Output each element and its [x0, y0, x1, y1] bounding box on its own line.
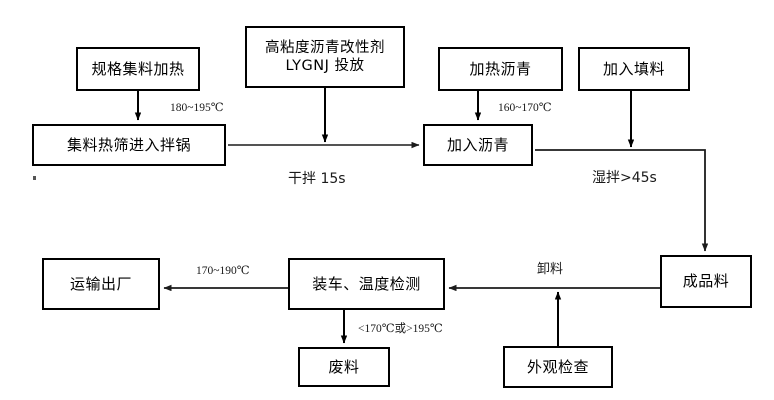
node-label: 成品料 [682, 272, 730, 291]
node-appearance-inspection[interactable]: 外观检查 [503, 346, 613, 388]
node-label-wrapper: 高粘度沥青改性剂 LYGNJ 投放 [265, 39, 385, 75]
node-label: 外观检查 [526, 357, 589, 376]
node-label: 加入填料 [602, 59, 665, 78]
edge-label-aggregate-temperature: 180~195℃ [170, 102, 224, 114]
node-label: 加热沥青 [469, 59, 532, 78]
edge-label-wet-mix-time: 湿拌>45s [592, 170, 657, 186]
node-label-line1: 高粘度沥青改性剂 [265, 39, 385, 56]
edge-label-asphalt-temperature: 160~170℃ [498, 102, 552, 114]
node-finished-product[interactable]: 成品料 [660, 255, 752, 308]
node-aggregate-heating[interactable]: 规格集料加热 [76, 47, 200, 91]
node-label: 运输出厂 [69, 274, 132, 293]
connector-wet-mix-to-finished-product [535, 149, 709, 252]
edge-label-waste-temperature-condition: <170℃或>195℃ [358, 323, 443, 335]
edge-label-dry-mix-time: 干拌 15s [288, 171, 346, 187]
node-label: 集料热筛进入拌锅 [66, 135, 191, 154]
node-modifier-dosing[interactable]: 高粘度沥青改性剂 LYGNJ 投放 [245, 26, 405, 88]
node-waste-material[interactable]: 废料 [298, 347, 390, 387]
node-transport-out[interactable]: 运输出厂 [42, 258, 160, 310]
node-label-line2: LYGNJ 投放 [285, 58, 365, 74]
node-label: 废料 [328, 357, 360, 376]
node-label: 规格集料加热 [91, 59, 185, 78]
node-add-filler[interactable]: 加入填料 [578, 47, 690, 91]
node-label: 装车、温度检测 [312, 274, 421, 293]
node-asphalt-heating[interactable]: 加热沥青 [438, 47, 563, 91]
node-label: 加入沥青 [446, 135, 509, 154]
edge-label-discharge: 卸料 [537, 262, 564, 277]
node-add-asphalt[interactable]: 加入沥青 [423, 124, 533, 166]
node-loading-temperature-check[interactable]: 装车、温度检测 [288, 258, 445, 310]
node-hot-screening-into-mixer[interactable]: 集料热筛进入拌锅 [32, 124, 226, 166]
edge-label-transport-temperature: 170~190℃ [196, 265, 250, 277]
scan-artifact [33, 176, 36, 180]
